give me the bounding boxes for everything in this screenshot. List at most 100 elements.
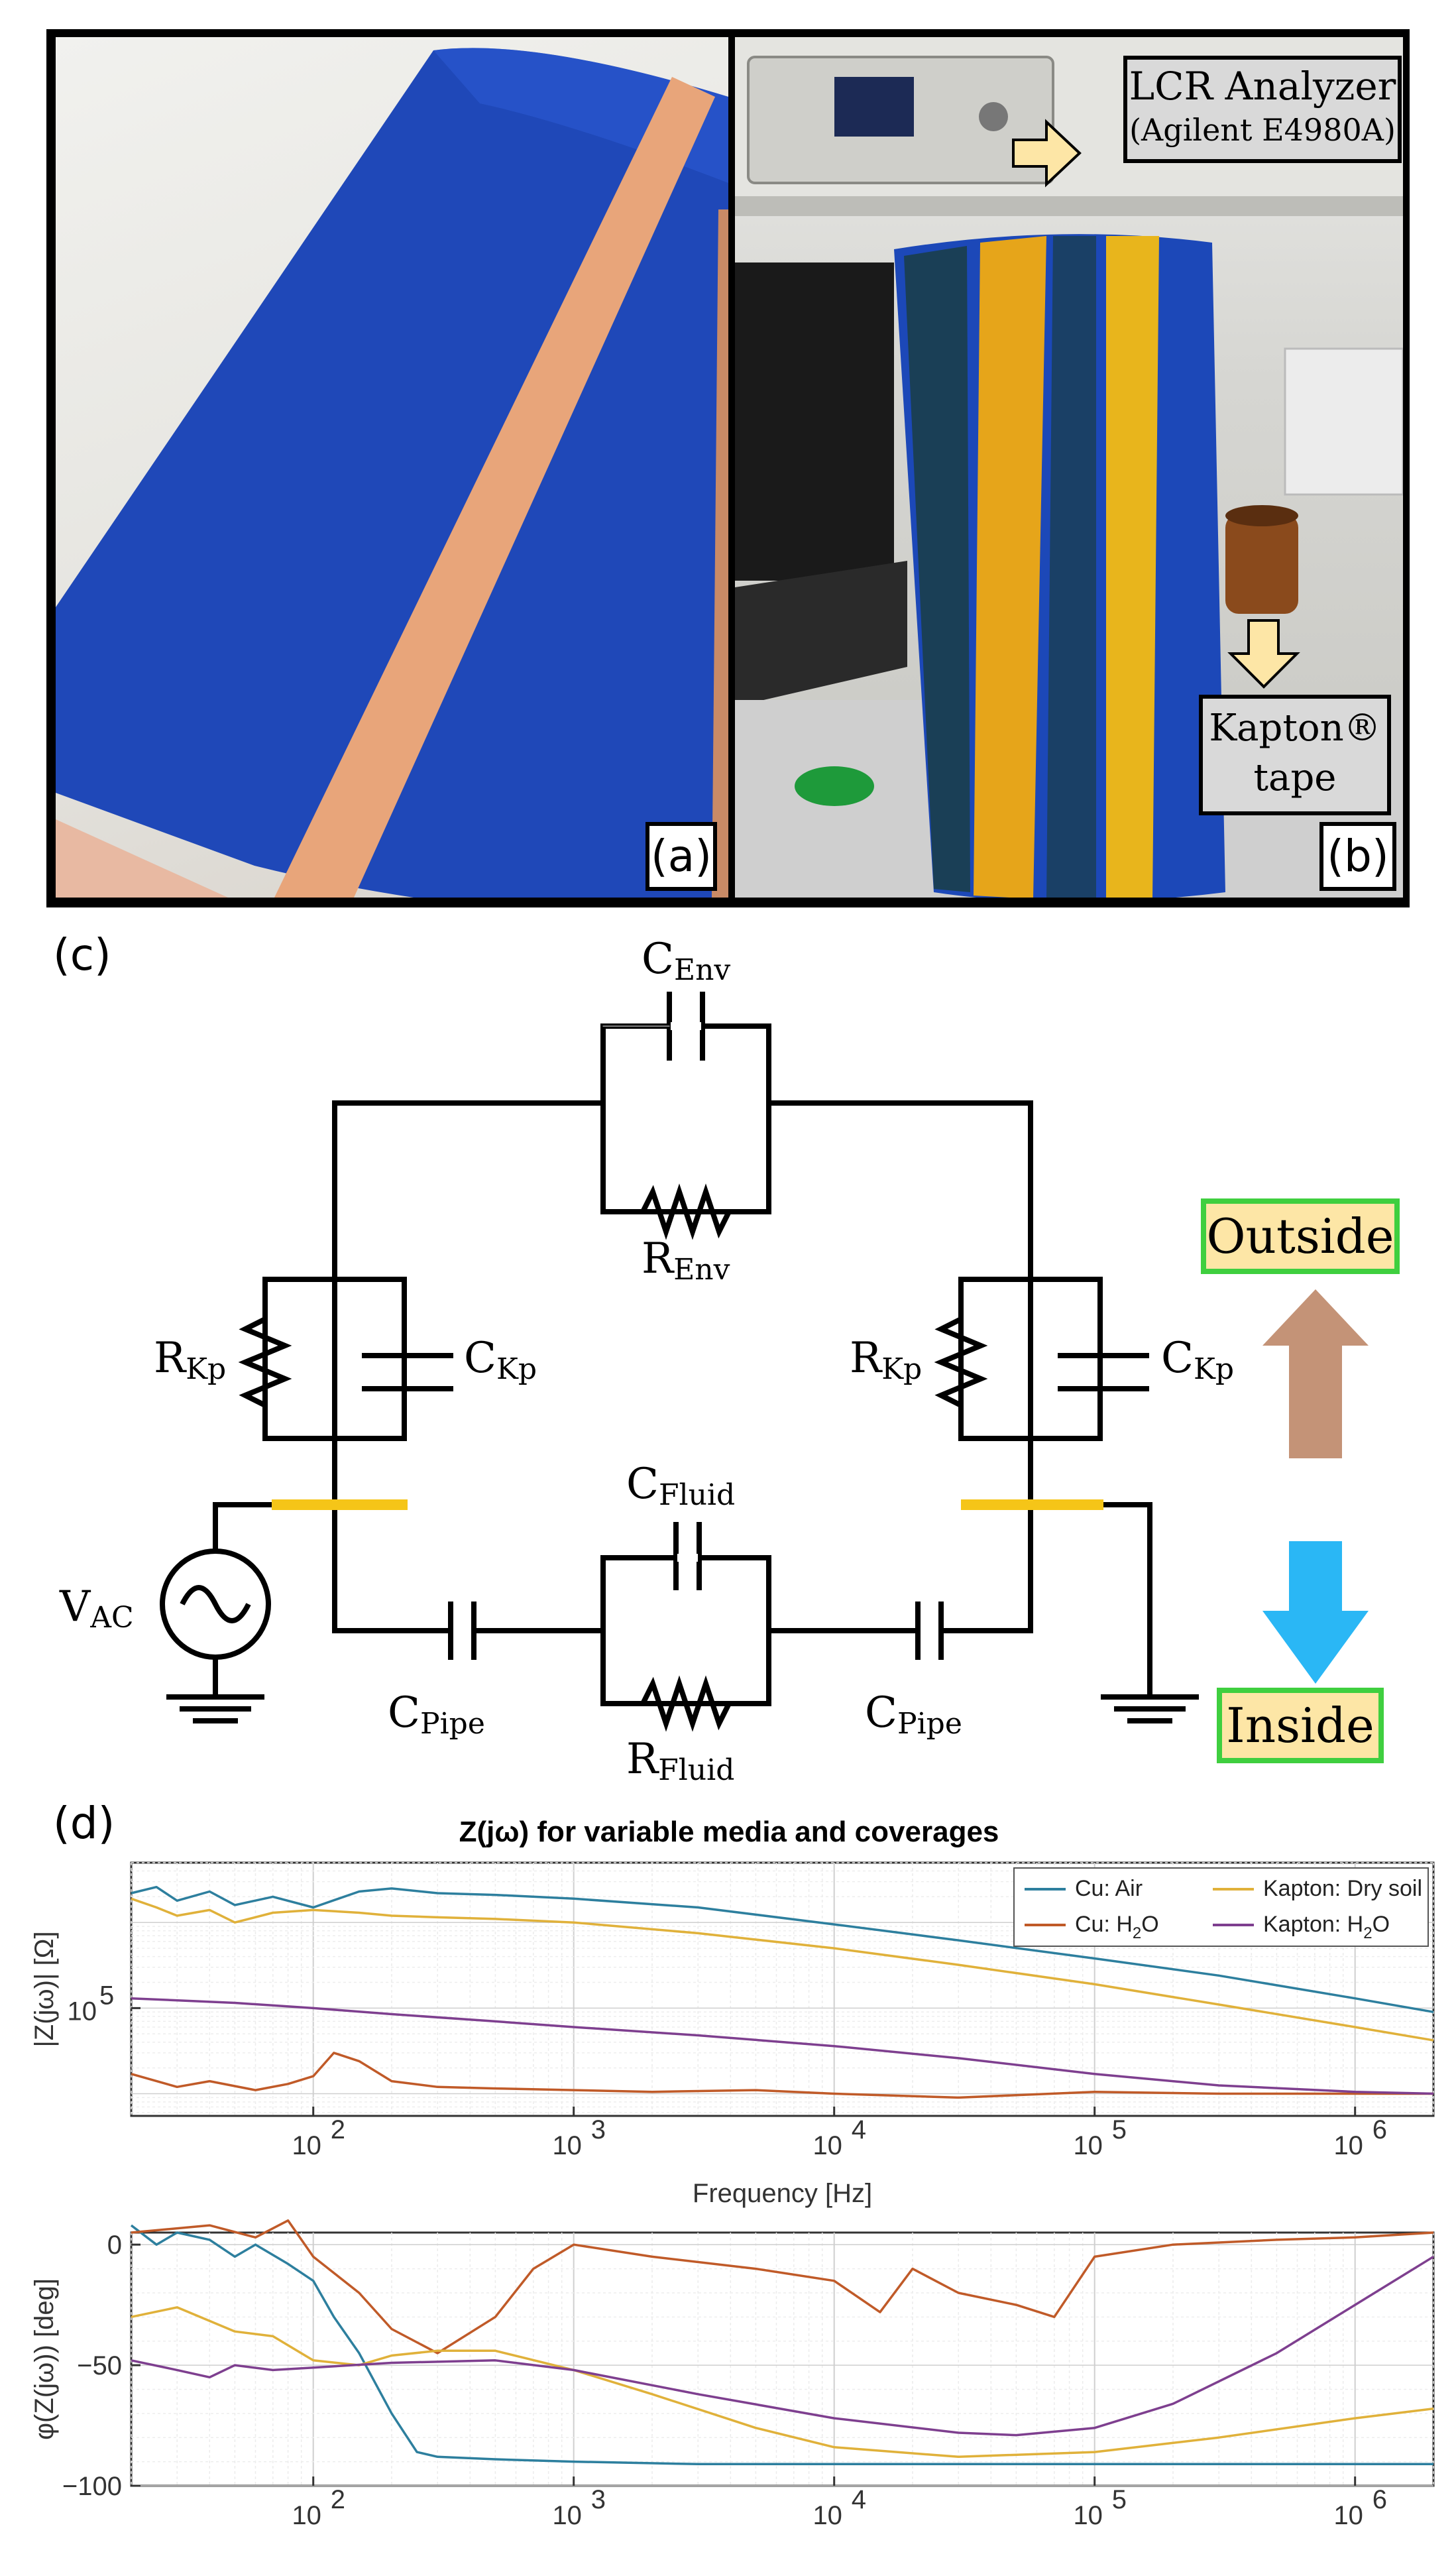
x-tick-label: 10 <box>552 2131 582 2160</box>
x-tick-label: 10 <box>1073 2501 1103 2530</box>
r-kp-left-resistor <box>238 1290 292 1428</box>
x-tick-exponent: 2 <box>331 2115 345 2144</box>
blue-sheet <box>56 48 728 898</box>
label-r-kp-right: RKp <box>850 1334 922 1386</box>
keyboard <box>735 561 907 707</box>
x-tick-exponent: 2 <box>331 2485 345 2514</box>
equivalent-circuit-diagram: CEnv REnv RKp CKp RKp CKp CFluid RFluid … <box>59 935 1369 1787</box>
series-line-0 <box>131 1885 1434 2014</box>
label-c-kp-left: CKp <box>464 1334 537 1386</box>
monitor <box>735 262 894 581</box>
x-tick-exponent: 4 <box>852 2485 866 2514</box>
wire-source <box>213 1502 337 1554</box>
copper-strip <box>274 77 715 898</box>
series-line-3 <box>131 1997 1434 2095</box>
impedance-charts: Z(jω) for variable media and coverages 1… <box>30 1816 1435 2530</box>
kapton-tape-callout: Kapton® tape <box>1199 695 1391 815</box>
instrument-screen <box>834 77 914 137</box>
lcr-callout-line1: LCR Analyzer <box>1129 64 1396 109</box>
panel-label-c: (c) <box>53 929 111 980</box>
y-tick-label: −50 <box>77 2351 122 2380</box>
photo-panel-b: LCR Analyzer (Agilent E4980A) Kapton® ta… <box>735 37 1403 898</box>
x-tick-label: 10 <box>292 2501 321 2530</box>
panel-label-d: (d) <box>53 1798 115 1849</box>
wire-top-right <box>766 1100 1033 1580</box>
label-c-pipe-left: CPipe <box>388 1688 485 1741</box>
label-r-env: REnv <box>642 1234 730 1287</box>
lab-setup-illustration <box>735 37 1403 898</box>
y-tick-label: 10 <box>68 1997 97 2026</box>
x-tick-exponent: 6 <box>1372 2485 1387 2514</box>
r-kp-right-resistor <box>934 1290 988 1428</box>
legend-entry: Kapton: H2O <box>1263 1912 1390 1942</box>
wire-bottom-right <box>938 1436 1033 1633</box>
series-line-3 <box>131 2255 1434 2437</box>
callout-arrow-lcr <box>1012 119 1082 188</box>
sine-icon <box>180 1585 251 1623</box>
series-line-2 <box>131 2306 1434 2459</box>
x-tick-exponent: 6 <box>1372 2115 1387 2144</box>
r-env-resistor <box>600 1183 771 1240</box>
env-parallel-box <box>600 1023 771 1214</box>
x-tick-exponent: 5 <box>1112 2115 1127 2144</box>
y-tick-label: 0 <box>107 2231 122 2260</box>
series-line-1 <box>131 2052 1433 2099</box>
x-tick-label: 10 <box>1073 2131 1103 2160</box>
y-axis-title: φ(Z(jω)) [deg] <box>30 2278 59 2440</box>
plot-area <box>130 2231 1435 2487</box>
label-r-kp-left: RKp <box>154 1334 226 1386</box>
wire-top-left <box>332 1100 606 1580</box>
label-c-kp-right: CKp <box>1161 1334 1234 1386</box>
copper-edge <box>712 209 728 898</box>
series-line-0 <box>130 2224 1433 2466</box>
hand-shape <box>56 819 228 898</box>
x-tick-exponent: 5 <box>1112 2485 1127 2514</box>
label-c-fluid: CFluid <box>626 1460 735 1512</box>
legend-entry: Kapton: Dry soil <box>1263 1876 1422 1901</box>
series-line-1 <box>131 2219 1434 2355</box>
label-c-pipe-right: CPipe <box>865 1688 962 1741</box>
arrow-up-icon <box>1262 1289 1369 1458</box>
x-tick-label: 10 <box>1333 2131 1363 2160</box>
x-tick-label: 10 <box>812 2501 842 2530</box>
x-axis-title: Frequency [Hz] <box>693 2179 872 2208</box>
inside-tag: Inside <box>1217 1688 1384 1763</box>
kapton-callout-line2: tape <box>1253 756 1337 799</box>
y-tick-label: −100 <box>62 2472 122 2501</box>
photo-panel-a: (a) <box>56 37 728 898</box>
lcr-callout-line2: (Agilent E4980A) <box>1129 112 1396 148</box>
x-tick-label: 10 <box>552 2501 582 2530</box>
legend-entry: Cu: H2O <box>1075 1912 1159 1942</box>
green-cap <box>795 766 874 806</box>
wire-ground-right <box>1028 1502 1152 1700</box>
wire-bottom-left <box>332 1436 453 1633</box>
series-line-2 <box>131 1897 1434 2042</box>
fluid-parallel-box <box>600 1555 771 1706</box>
kapton-strip-left <box>974 236 1046 898</box>
x-tick-label: 10 <box>1333 2501 1363 2530</box>
kapton-callout-line1: Kapton® <box>1209 707 1381 750</box>
arrow-down-icon <box>1262 1541 1369 1684</box>
y-tick-exponent: 5 <box>99 1981 114 2010</box>
rolled-sheet-illustration <box>56 48 728 898</box>
label-r-fluid: RFluid <box>626 1735 734 1787</box>
chart-title: Z(jω) for variable media and coverages <box>459 1816 999 1848</box>
x-tick-label: 10 <box>292 2131 321 2160</box>
panel-label-b: (b) <box>1319 822 1396 891</box>
r-fluid-resistor <box>600 1675 771 1732</box>
x-tick-exponent: 3 <box>591 2485 606 2514</box>
label-c-env: CEnv <box>642 935 730 987</box>
panel-label-a: (a) <box>645 822 717 891</box>
x-tick-exponent: 4 <box>852 2115 866 2144</box>
kapton-strip-right <box>1106 236 1159 898</box>
phase-chart: 10 2 10 3 10 4 10 5 10 6 0 −50 −100 φ(Z(jω)) [deg] <box>30 2219 1435 2530</box>
outside-tag: Outside <box>1201 1198 1400 1274</box>
y-axis-title: |Z(jω)| [Ω] <box>30 1931 59 2047</box>
callout-arrow-kapton <box>1227 619 1300 689</box>
kapton-tape-roll <box>1225 514 1298 614</box>
x-tick-exponent: 3 <box>591 2115 606 2144</box>
x-tick-label: 10 <box>812 2131 842 2160</box>
lcr-analyzer-callout: LCR Analyzer (Agilent E4980A) <box>1123 56 1402 163</box>
